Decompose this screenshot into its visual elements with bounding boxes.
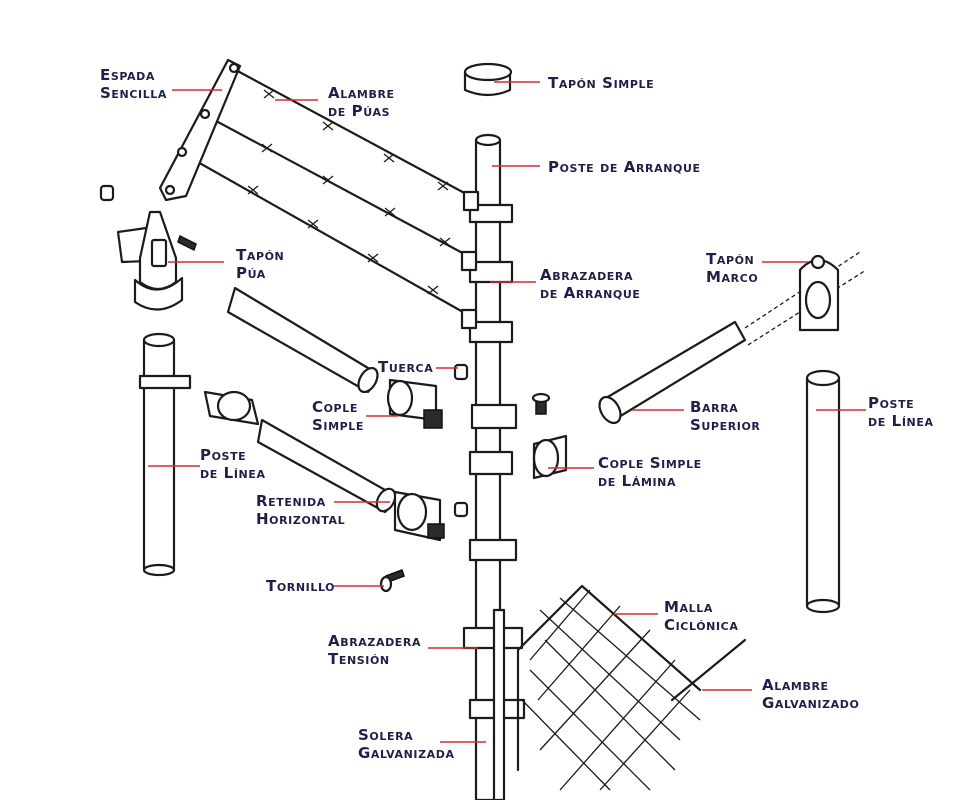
bolt-icon-center [531, 392, 551, 415]
barbed-wire-strands [178, 66, 472, 318]
starting-post [460, 133, 526, 802]
frame-cap [798, 254, 840, 332]
top-rail-right [598, 251, 867, 425]
nut-icon [453, 363, 469, 381]
label-nut: Tuerca [378, 358, 434, 376]
label-simple-cap: Tapón Simple [548, 74, 655, 92]
small-nut-left [99, 184, 115, 202]
nut-icon-lower [453, 501, 469, 518]
line-post-right [805, 369, 841, 614]
sheet-coupler [532, 434, 568, 480]
label-starting-post: Poste de Arranque [548, 158, 701, 176]
label-bolt: Tornillo [266, 577, 336, 595]
barb-cap-assembly [116, 210, 197, 311]
simple-coupler [386, 378, 443, 429]
top-rail-left [226, 286, 379, 394]
leader-lines [148, 81, 866, 743]
bolt-icon [379, 569, 405, 593]
horizontal-brace [203, 390, 445, 542]
single-barb-arm [158, 58, 242, 202]
simple-cap [463, 62, 513, 97]
line-post-left [138, 332, 192, 577]
chain-link-mesh [516, 584, 747, 791]
